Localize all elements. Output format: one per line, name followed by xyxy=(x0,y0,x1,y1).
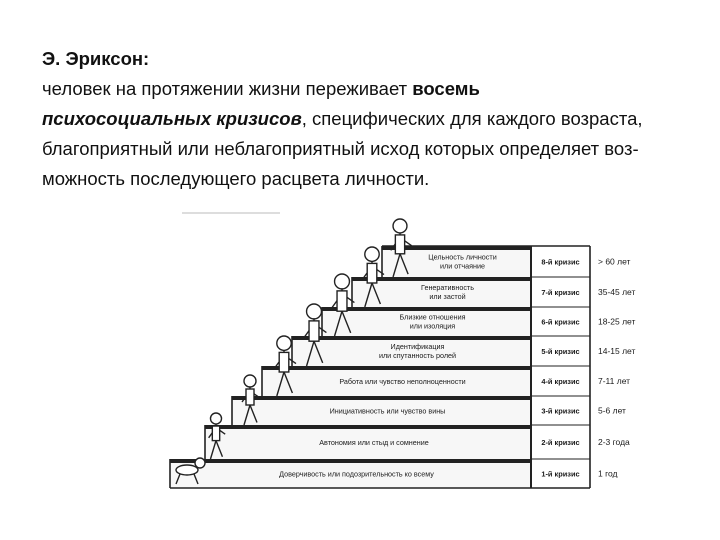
step-tread xyxy=(352,277,531,281)
crisis-label: 6-й кризис xyxy=(541,318,579,327)
step-tread xyxy=(170,459,531,463)
stage-label: Близкие отношения xyxy=(399,313,465,322)
crisis-label: 3-й кризис xyxy=(541,407,579,416)
author-title: Э. Эриксон: xyxy=(42,48,150,69)
crisis-label: 5-й кризис xyxy=(541,347,579,356)
age-label: 2-3 года xyxy=(598,437,630,447)
young-adult-figure xyxy=(331,273,355,337)
crisis-label: 4-й кризис xyxy=(541,377,579,386)
step-tread xyxy=(205,425,531,429)
crisis-label: 2-й кризис xyxy=(541,438,579,447)
stage-label: Работа или чувство неполноценности xyxy=(339,377,465,386)
stage-label-second-line: или изоляция xyxy=(410,322,456,331)
crisis-label: 1-й кризис xyxy=(541,470,579,479)
stage-label: Идентификация xyxy=(391,342,445,351)
intro-text-end: , специфических для каждого возраста, бл… xyxy=(42,108,643,189)
age-label: 5-6 лет xyxy=(598,406,626,416)
teen-figure xyxy=(303,303,327,367)
stage-label-second-line: или застой xyxy=(429,292,465,301)
age-label: 7-11 лет xyxy=(598,376,630,386)
baby-figure xyxy=(175,457,206,485)
child-figure xyxy=(241,374,261,426)
step-tread xyxy=(322,307,531,311)
stage-label: Доверчивость или подозрительность ко все… xyxy=(279,470,434,479)
stage-label: Цельность личности xyxy=(428,253,496,262)
age-label: > 60 лет xyxy=(598,257,631,267)
age-label: 1 год xyxy=(598,469,618,479)
stage-label-second-line: или отчаяние xyxy=(440,262,485,271)
stage-label: Инициативность или чувство вины xyxy=(330,407,446,416)
stage-label: Автономия или стыд и сомнение xyxy=(319,438,429,447)
highlight-bold: восемь xyxy=(412,78,480,99)
adult-figure xyxy=(361,246,385,308)
age-label: 35-45 лет xyxy=(598,287,636,297)
schoolchild-figure xyxy=(273,335,297,397)
step-tread xyxy=(292,336,531,340)
stage-label: Генеративность xyxy=(421,283,474,292)
intro-text-start: человек на протяжении жизни переживает xyxy=(42,78,413,99)
toddler-figure xyxy=(208,412,226,460)
age-label: 14-15 лет xyxy=(598,346,636,356)
intro-paragraph: человек на протяжении жизни переживает в… xyxy=(42,74,692,194)
step-tread xyxy=(232,396,531,400)
stage-label-second-line: или спутанность ролей xyxy=(379,351,456,360)
highlight-italic: психосоциальных кризисов xyxy=(42,108,302,129)
age-label: 18-25 лет xyxy=(598,317,636,327)
step-tread xyxy=(382,246,531,250)
step-tread xyxy=(262,366,531,370)
crisis-label: 7-й кризис xyxy=(541,288,579,297)
intro-text: Э. Эриксон: человек на протяжении жизни … xyxy=(42,44,692,194)
elder-figure xyxy=(390,218,413,278)
crisis-label: 8-й кризис xyxy=(541,258,579,267)
